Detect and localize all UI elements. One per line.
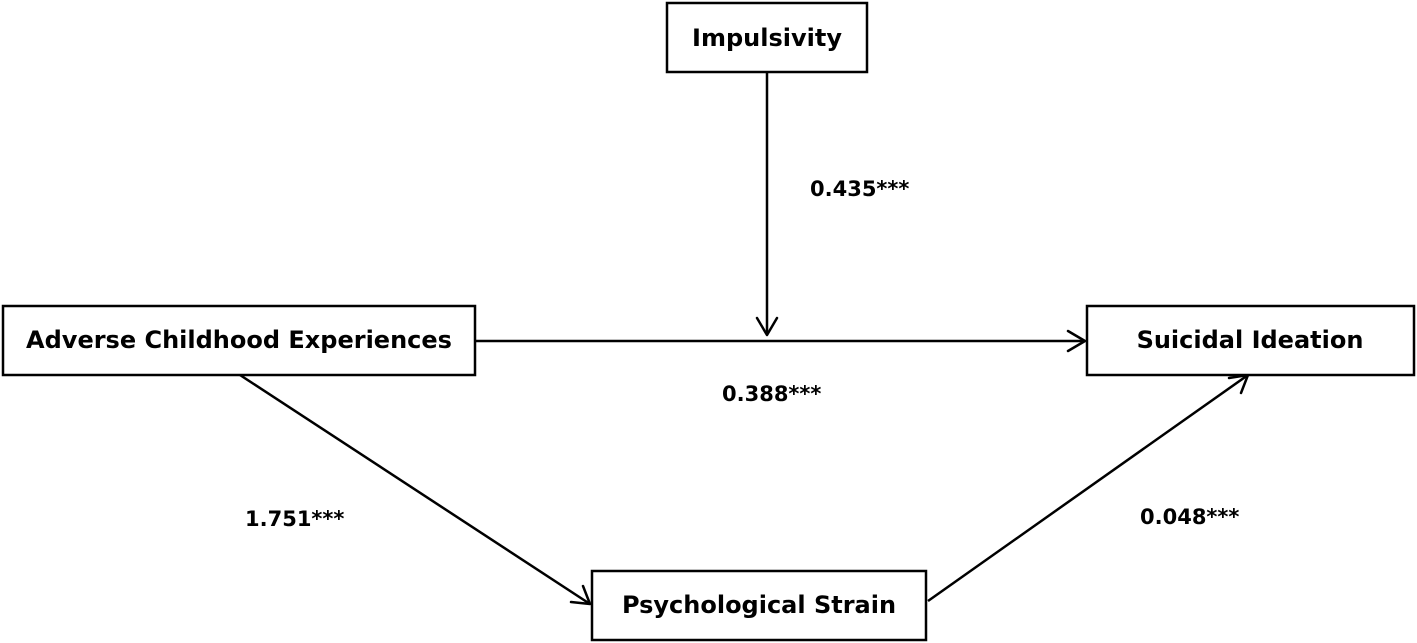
coefficient-ace-to-suicidal-ideation: 0.388*** (722, 382, 821, 406)
node-suicidal-ideation: Suicidal Ideation (1085, 304, 1416, 377)
edge-psychological-strain-to-suicidal-ideation (927, 373, 1250, 603)
coefficient-psychological-strain-to-suicidal-ideation: 0.048*** (1140, 505, 1239, 529)
node-impulsivity: Impulsivity (665, 1, 869, 74)
edge-ace-to-suicidal-ideation (475, 329, 1087, 353)
node-adverse-childhood-experiences-label: Adverse Childhood Experiences (26, 326, 452, 354)
node-adverse-childhood-experiences: Adverse Childhood Experiences (1, 304, 477, 377)
edge-impulsivity-moderation (755, 72, 779, 337)
node-psychological-strain: Psychological Strain (590, 569, 928, 642)
coefficient-ace-to-psychological-strain: 1.751*** (245, 507, 344, 531)
coefficient-impulsivity-moderation: 0.435*** (810, 177, 909, 201)
edge-ace-to-psychological-strain (239, 373, 592, 606)
node-psychological-strain-label: Psychological Strain (622, 591, 896, 619)
node-impulsivity-label: Impulsivity (692, 24, 842, 52)
node-suicidal-ideation-label: Suicidal Ideation (1137, 326, 1364, 354)
